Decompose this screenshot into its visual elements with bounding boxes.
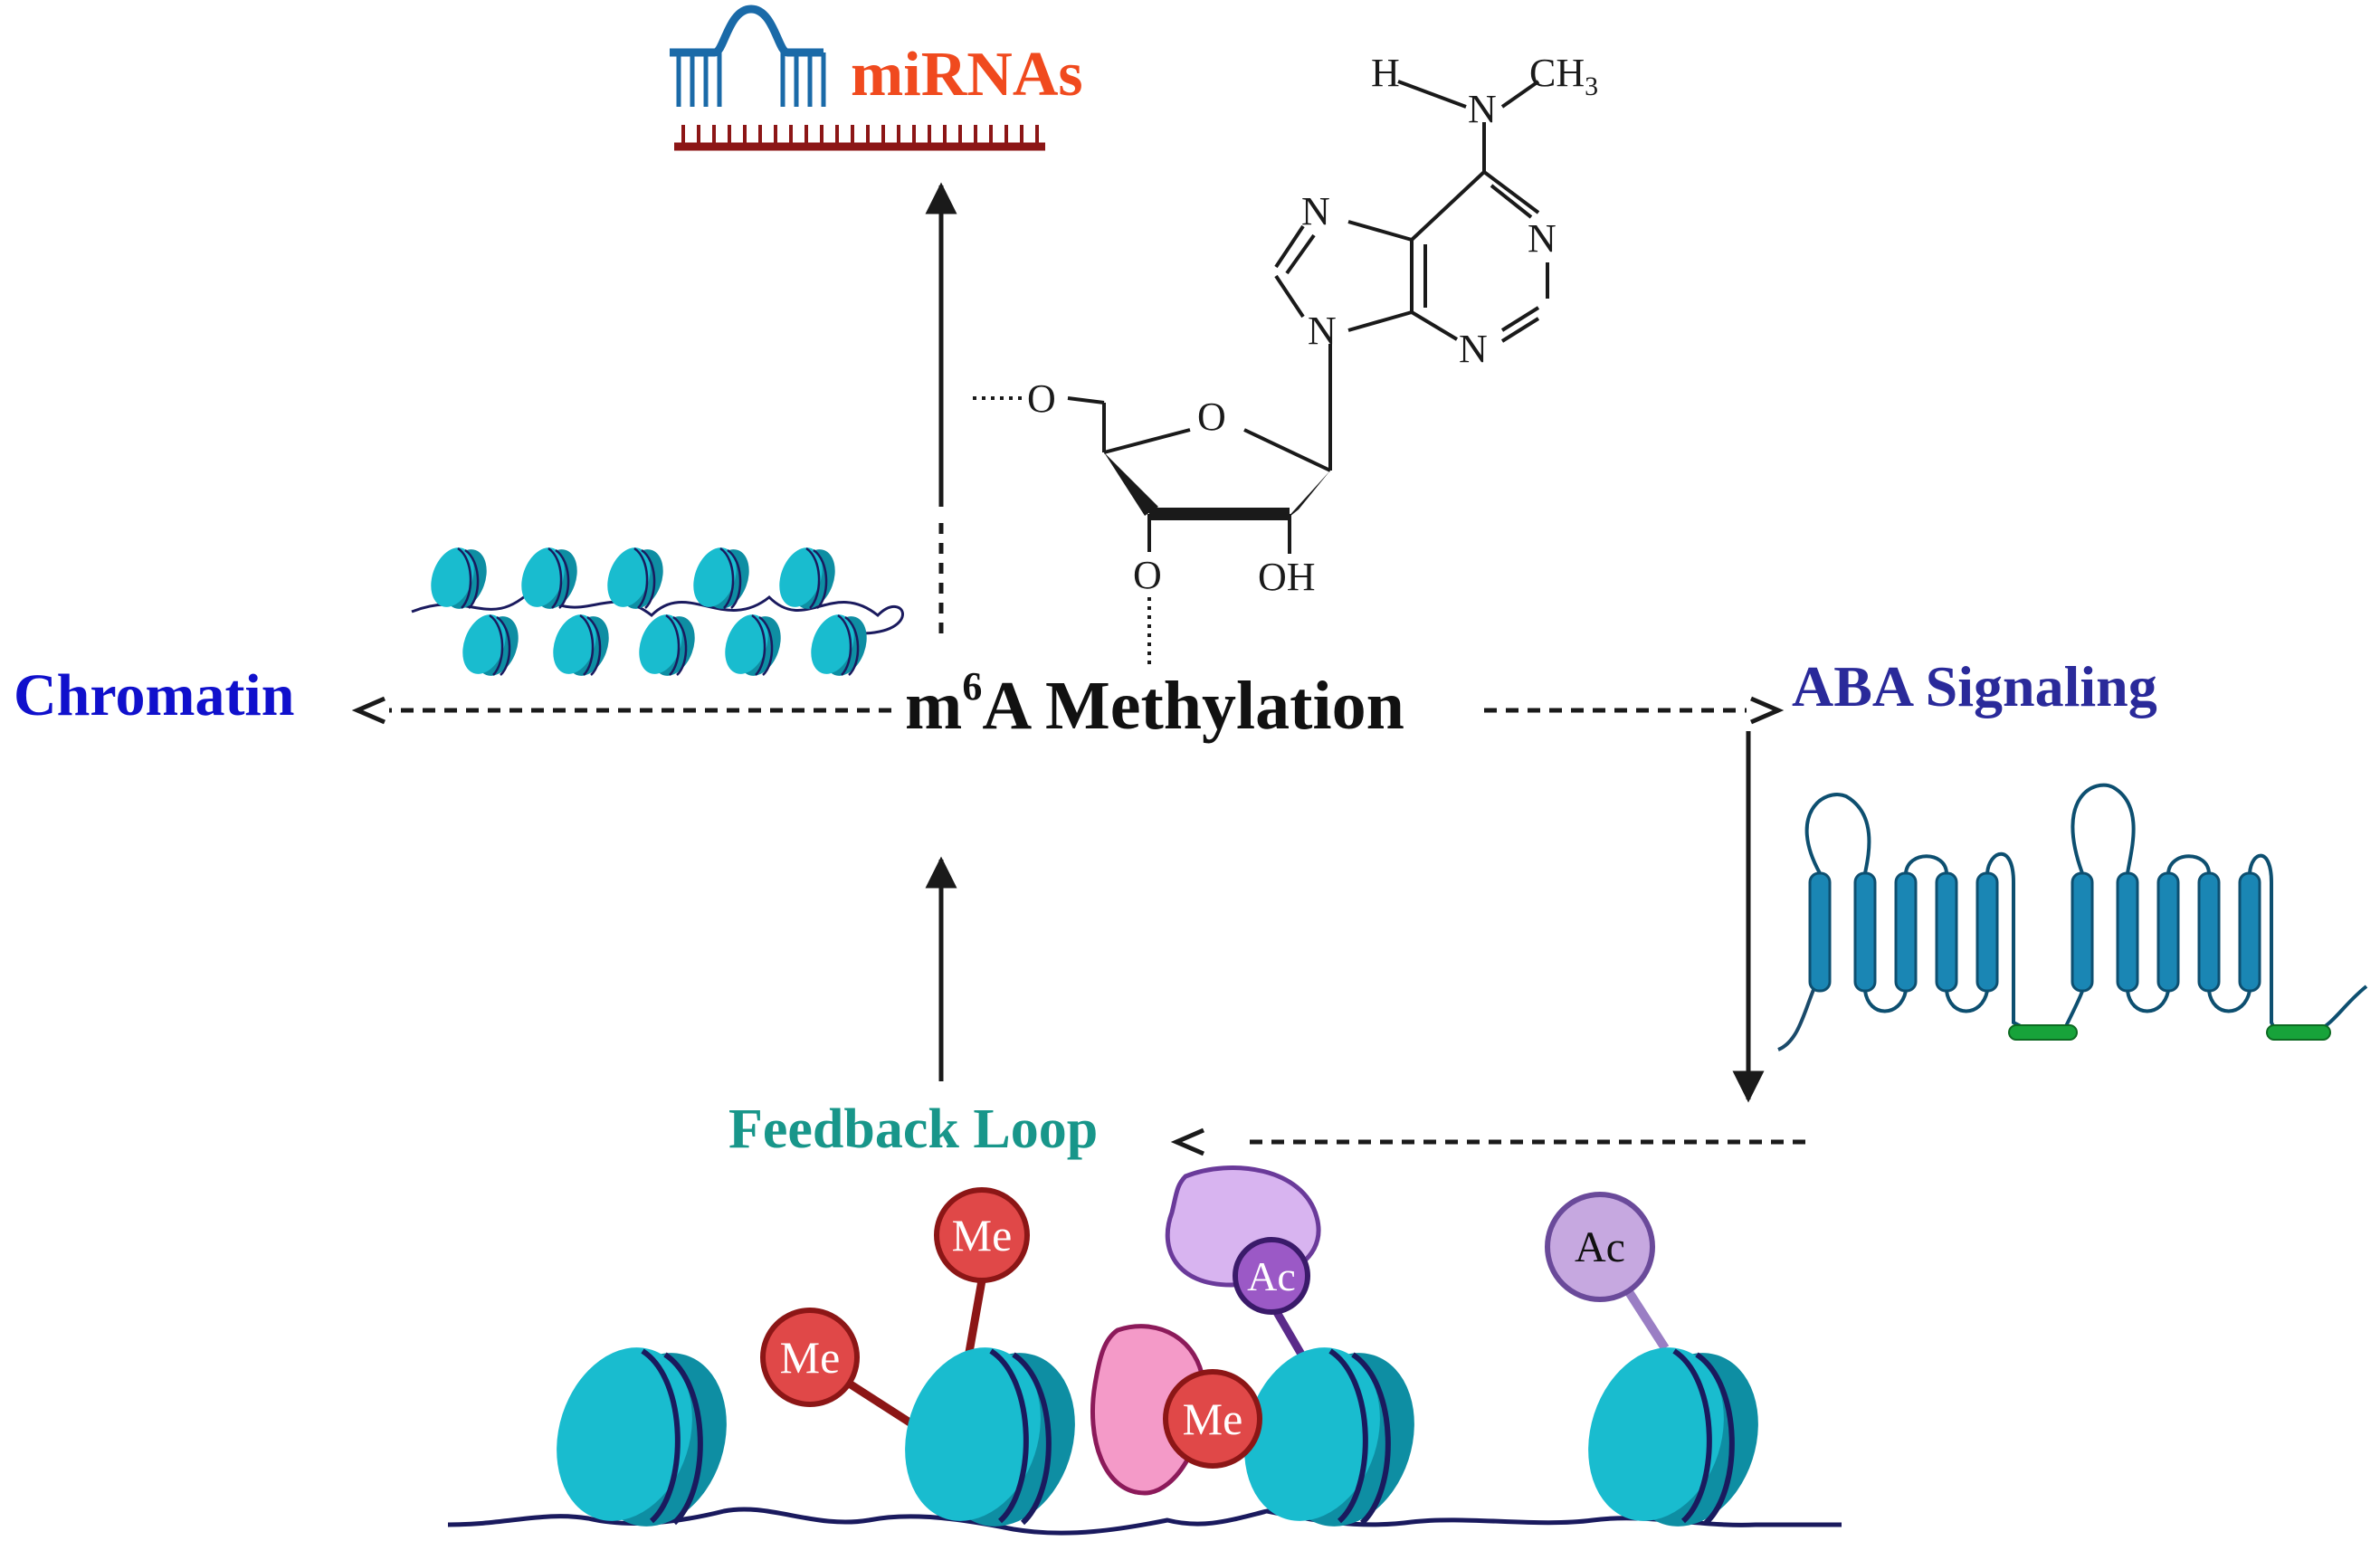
membrane-receptor-icon [1777, 783, 2368, 1051]
atom-oh: OH [1258, 555, 1316, 599]
atom-o3: O [1133, 553, 1162, 597]
methyl-mark-3-label: Me [1183, 1394, 1243, 1444]
nucleosome-2 [883, 1330, 1097, 1545]
m6a-molecule-atoms: H N CH3 N N N N O O O OH [1027, 51, 1598, 599]
acetyl-mark-2-label: Ac [1575, 1223, 1625, 1271]
mirna-icon [670, 5, 1045, 151]
methyl-mark-1-label: Me [952, 1210, 1013, 1260]
arrows [351, 182, 1805, 1156]
methyl-mark-3: Me [1163, 1369, 1262, 1469]
methyl-mark-2-label: Me [780, 1332, 841, 1383]
acetyl-mark-2: Ac [1545, 1192, 1655, 1302]
atom-n3: N [1301, 189, 1330, 233]
atom-n1: N [1528, 216, 1557, 261]
methyl-mark-2: Me [760, 1308, 860, 1407]
m6a-methylation-label: m6A Methylation [905, 664, 1404, 744]
acetyl-mark-1: Ac [1233, 1237, 1310, 1315]
histone-modification-chromatin: Me Me Me Ac Ac [447, 1165, 1842, 1545]
chromatin-label: Chromatin [14, 662, 294, 728]
atom-o-ring: O [1197, 395, 1226, 439]
atom-ch3: CH3 [1529, 51, 1598, 101]
methyl-mark-1: Me [934, 1187, 1030, 1283]
m6a-molecule-structure [973, 80, 1549, 665]
chromatin-fiber-icon [411, 540, 904, 683]
acetyl-mark-1-label: Ac [1247, 1253, 1296, 1299]
atom-n-amine: N [1468, 87, 1497, 131]
nucleosome-4 [1566, 1330, 1780, 1545]
aba-signaling-label: ABA Signaling [1792, 654, 2157, 718]
atom-h: H [1371, 51, 1400, 95]
atom-n2: N [1459, 327, 1488, 371]
atom-o5: O [1027, 376, 1056, 421]
feedback-loop-label: Feedback Loop [728, 1099, 1098, 1160]
atom-n4: N [1308, 309, 1337, 353]
mirnas-label: miRNAs [851, 40, 1083, 109]
